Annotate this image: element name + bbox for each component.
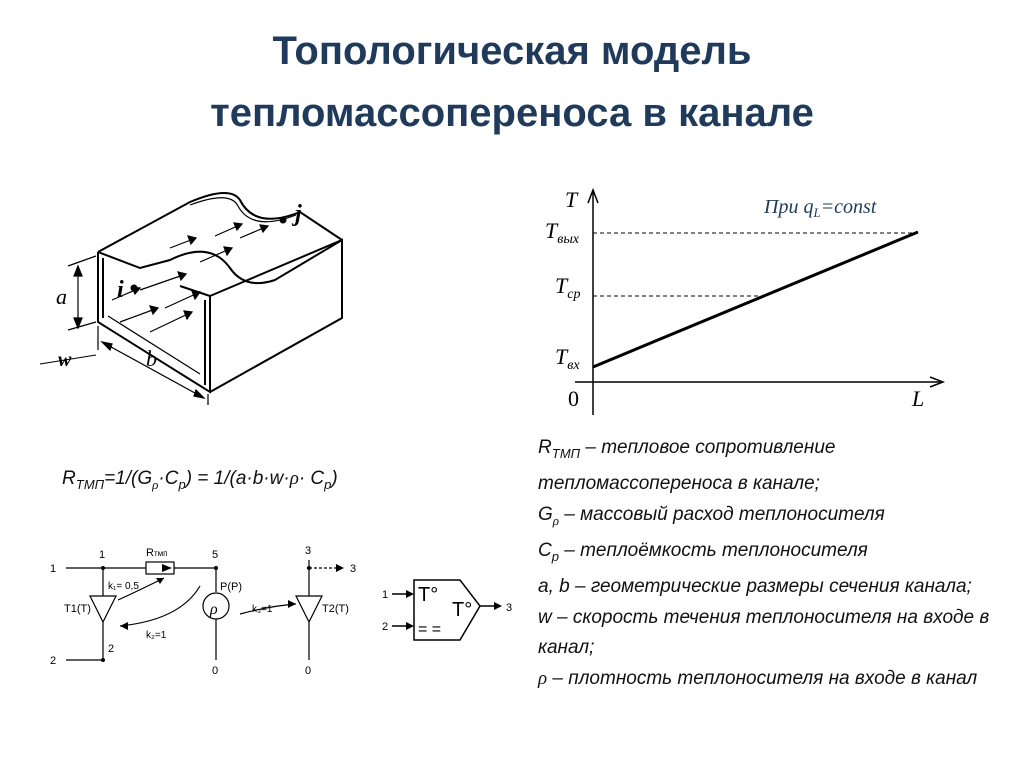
block-in-2: 2 bbox=[382, 621, 388, 633]
node-5: 5 bbox=[212, 549, 218, 561]
t2-label: T2(T) bbox=[322, 603, 349, 615]
source-label: P(P) bbox=[220, 581, 242, 593]
port-left-top: 1 bbox=[50, 563, 56, 575]
graph-axes bbox=[575, 187, 946, 415]
label-w: w bbox=[58, 349, 72, 371]
title-line-1: Топологическая модель bbox=[272, 29, 752, 73]
node-1: 1 bbox=[99, 549, 105, 561]
block-out: 3 bbox=[506, 602, 512, 614]
point-j bbox=[279, 216, 287, 224]
block-arrowheads bbox=[406, 590, 502, 630]
node-3: 3 bbox=[305, 545, 311, 557]
origin-label: 0 bbox=[568, 386, 579, 411]
resistance-formula: RТМП=1/(Gρ·Cp) = 1/(a·b·w·ρ· Cp) bbox=[62, 468, 338, 492]
condition-label: При qL=const bbox=[763, 196, 877, 220]
circuit-wires bbox=[66, 560, 338, 661]
variable-descriptions: RТМП – тепловое сопротивление тепломассо… bbox=[538, 433, 1018, 694]
dimension-a bbox=[67, 255, 97, 331]
channel-drawing bbox=[97, 192, 343, 394]
port-left-bottom: 2 bbox=[50, 655, 56, 667]
ground-mid: 0 bbox=[212, 665, 218, 677]
guide-lines bbox=[593, 232, 918, 297]
level-t-out: Tвых bbox=[545, 218, 580, 247]
source-symbol: ρ bbox=[209, 601, 218, 618]
block-eq: = = bbox=[418, 621, 441, 638]
coef-k1: k₁= 0,5 bbox=[108, 581, 139, 592]
node-2: 2 bbox=[108, 643, 114, 655]
page-title: Топологическая модель тепломассопереноса… bbox=[0, 20, 1024, 144]
t1-label: T1(T) bbox=[64, 603, 91, 615]
flow-arrows bbox=[111, 222, 270, 333]
desc-density: ρ – плотность теплоносителя на входе в к… bbox=[538, 667, 978, 689]
desc-mass-flow: Gρ – массовый расход теплоносителя bbox=[538, 503, 885, 528]
temperature-line bbox=[592, 230, 919, 369]
level-t-avg: Tср bbox=[555, 273, 580, 302]
desc-heat-capacity: Cp – теплоёмкость теплоносителя bbox=[538, 540, 868, 564]
desc-velocity: w – скорость течения теплоносителя на вх… bbox=[538, 606, 990, 659]
point-i bbox=[130, 284, 138, 292]
label-j: j bbox=[291, 201, 302, 227]
label-i: i bbox=[117, 277, 124, 303]
x-axis-label: L bbox=[911, 386, 924, 411]
ground-right: 0 bbox=[305, 665, 311, 677]
block-t-out: T° bbox=[452, 599, 472, 621]
block-t-in: T° bbox=[418, 584, 438, 606]
y-axis-label: T bbox=[565, 187, 579, 212]
title-line-2: тепломассопереноса в канале bbox=[210, 91, 814, 135]
block-shape bbox=[392, 579, 500, 641]
coef-k3: k₃=1 bbox=[252, 604, 273, 615]
port-right: 3 bbox=[350, 563, 356, 575]
dimension-b bbox=[39, 326, 209, 405]
circuit-arrowheads bbox=[101, 564, 344, 662]
block-in-1: 1 bbox=[382, 589, 388, 601]
level-t-in: Tвх bbox=[555, 344, 580, 373]
coef-k2: k₂=1 bbox=[146, 630, 167, 641]
resistor-label: Rтмп bbox=[146, 547, 167, 559]
desc-dimensions: a, b – геометрические размеры сечения ка… bbox=[538, 576, 972, 598]
desc-resistance: RТМП – тепловое сопротивление тепломассо… bbox=[538, 437, 836, 495]
label-a: a bbox=[56, 284, 67, 309]
label-b: b bbox=[146, 346, 157, 371]
